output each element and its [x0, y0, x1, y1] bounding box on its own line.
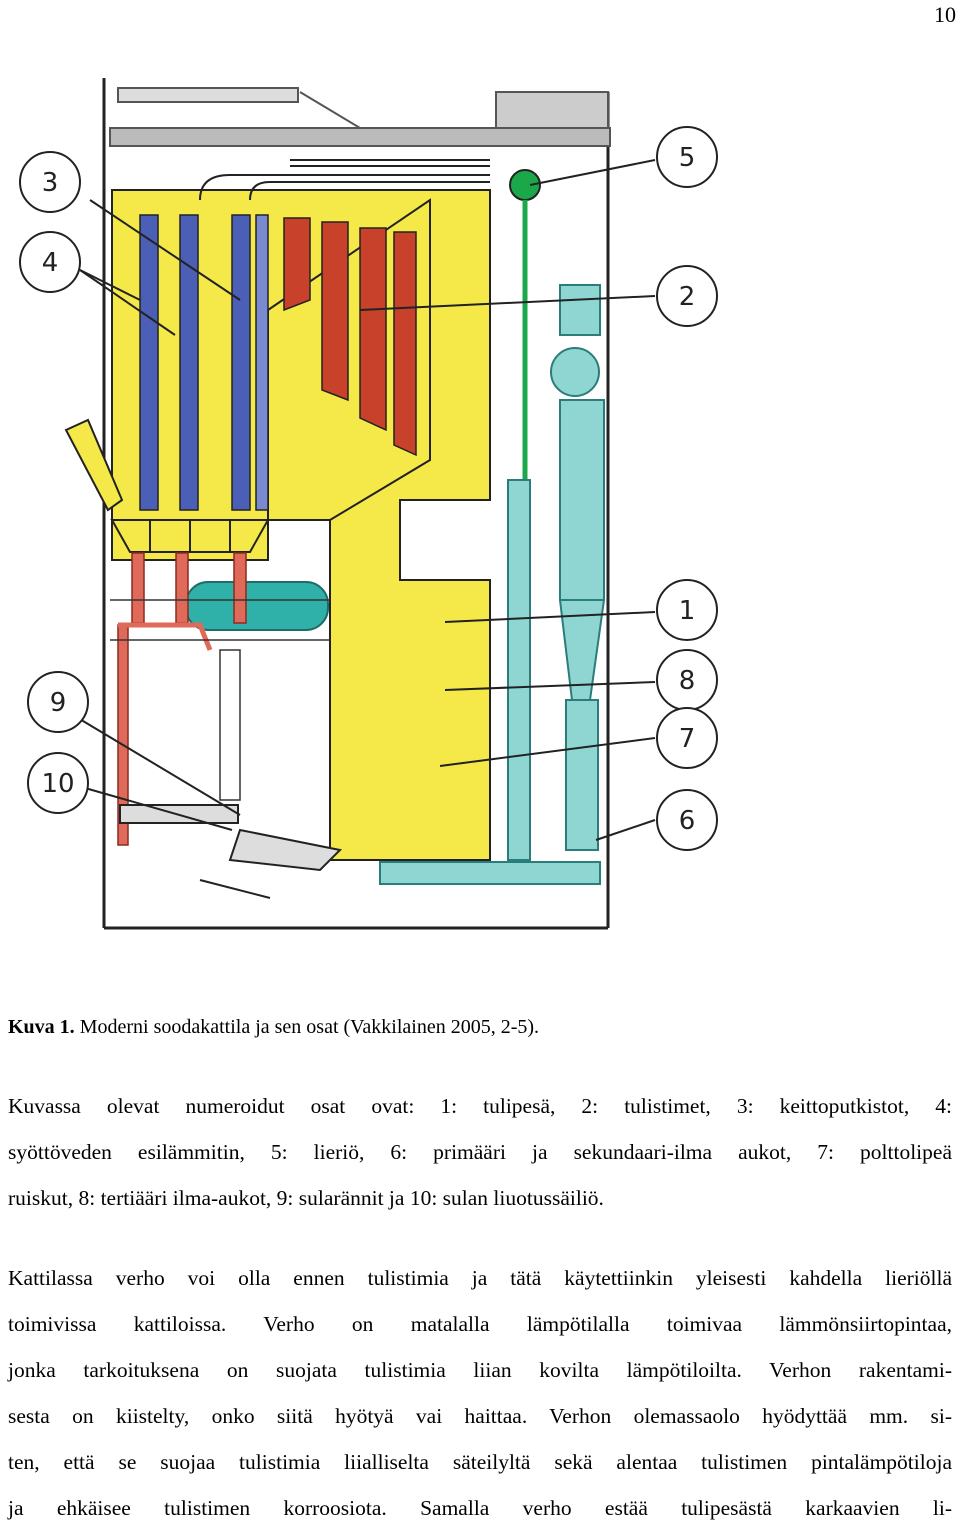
paragraph-line: jonka tarkoituksena on suojata tulistimi…	[8, 1358, 952, 1382]
page-number: 10	[934, 2, 956, 27]
callouts: 3 4 5 2 1 8 7 6 9 10	[19, 126, 718, 851]
caption-text: Moderni soodakattila ja sen osat (Vakkil…	[74, 1016, 540, 1038]
paragraph-line: syöttöveden esilämmitin, 5: lieriö, 6: p…	[8, 1140, 952, 1164]
callout-9: 9	[27, 671, 89, 733]
drum	[509, 169, 541, 201]
mixing-tank	[185, 581, 329, 631]
paragraph-2: Kattilassa verho voi olla ennen tulistim…	[8, 1264, 952, 1540]
boiler-structure	[102, 78, 611, 930]
paragraph-line: Kattilassa verho voi olla ennen tulistim…	[8, 1266, 952, 1290]
callout-10-label: 10	[41, 769, 74, 799]
callout-1: 1	[656, 579, 718, 641]
paragraph-line: ja ehkäisee tulistimen korroosiota. Sama…	[8, 1496, 952, 1520]
callout-5: 5	[656, 126, 718, 188]
paragraph-1: Kuvassa olevat numeroidut osat ovat: 1: …	[8, 1092, 952, 1230]
paragraph-line: toimivissa kattiloissa. Verho on matalal…	[8, 1312, 952, 1336]
callout-leaders	[77, 159, 656, 841]
callout-4: 4	[19, 231, 81, 293]
figure-caption: Kuva 1. Moderni soodakattila ja sen osat…	[8, 1016, 539, 1039]
air-duct	[379, 284, 606, 885]
callout-9-label: 9	[50, 688, 67, 718]
paragraph-line: ruiskut, 8: tertiääri ilma-aukot, 9: sul…	[8, 1186, 604, 1210]
callout-10: 10	[27, 752, 89, 814]
paragraph-line: sesta on kiistelty, onko siitä hyötyä va…	[8, 1404, 952, 1428]
callout-4-label: 4	[42, 248, 59, 278]
callout-2-label: 2	[679, 282, 696, 312]
caption-label: Kuva 1.	[8, 1016, 75, 1038]
platforms	[110, 599, 330, 801]
callout-8: 8	[656, 649, 718, 711]
chute	[64, 418, 124, 512]
support-columns	[117, 552, 247, 846]
paragraph-line: ten, että se suojaa tulistimia liiallise…	[8, 1450, 952, 1474]
callout-1-label: 1	[679, 596, 696, 626]
dissolving-tank	[119, 804, 343, 899]
hoppers	[110, 519, 270, 553]
top-headers	[199, 159, 490, 201]
callout-6: 6	[656, 789, 718, 851]
callout-5-label: 5	[679, 143, 696, 173]
callout-3: 3	[19, 151, 81, 213]
callout-8-label: 8	[679, 666, 696, 696]
paragraph-line: Kuvassa olevat numeroidut osat ovat: 1: …	[8, 1094, 952, 1118]
boiler-diagram: 3 4 5 2 1 8 7 6 9 10	[19, 78, 718, 930]
superheater-panels	[283, 217, 417, 457]
callout-7: 7	[656, 707, 718, 769]
callout-3-label: 3	[42, 168, 59, 198]
callout-6-label: 6	[679, 806, 696, 836]
callout-7-label: 7	[679, 724, 696, 754]
economizer-tubes	[139, 214, 269, 511]
callout-2: 2	[656, 265, 718, 327]
